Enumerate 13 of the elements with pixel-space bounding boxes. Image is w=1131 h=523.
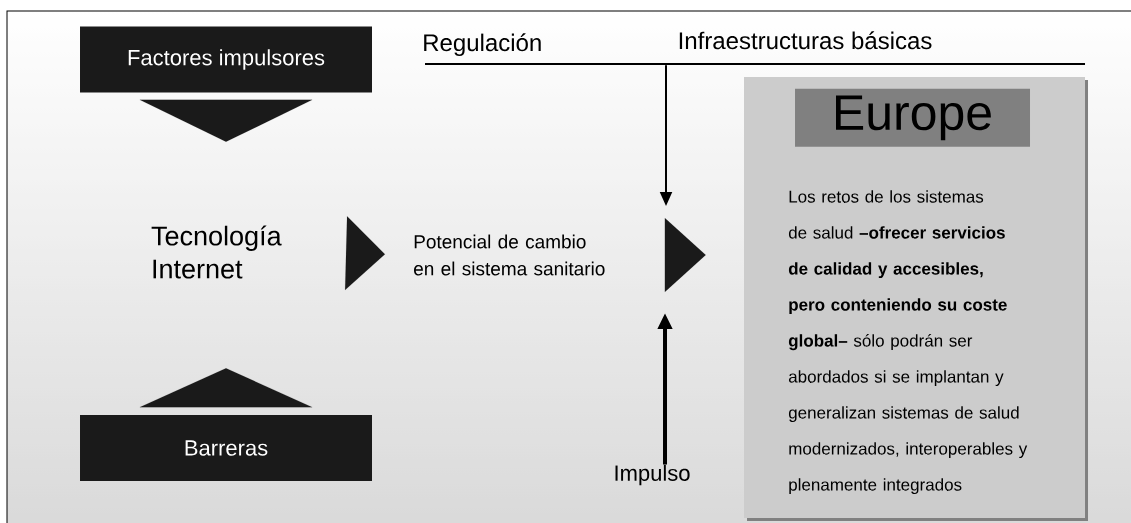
text-label: Regulación bbox=[424, 33, 541, 56]
chevron-arrow bbox=[664, 218, 706, 292]
label-box: Factores impulsores bbox=[80, 26, 372, 93]
text-label: Potencial de cambio en el sistema sanitario bbox=[414, 234, 605, 276]
text-label: Impulso bbox=[615, 464, 690, 486]
text-label: Tecnología Internet bbox=[151, 225, 282, 279]
text-label: Infraestructuras básicas bbox=[679, 31, 932, 50]
chevron-arrow bbox=[139, 368, 313, 408]
chevron-arrow bbox=[345, 216, 385, 291]
heading-box: Europe bbox=[795, 88, 1030, 147]
label-box: Barreras bbox=[80, 415, 372, 481]
paragraph: Los retos de los sistemas de salud –ofrecer servicios de calidad y accesibles, pero conteniendo su coste global– sólo podrán ser abordados si se implantan y generalizan sistemas de salud modernizados, interoperables y plenamente integrados bbox=[788, 190, 1028, 495]
chevron-arrow bbox=[139, 99, 313, 142]
